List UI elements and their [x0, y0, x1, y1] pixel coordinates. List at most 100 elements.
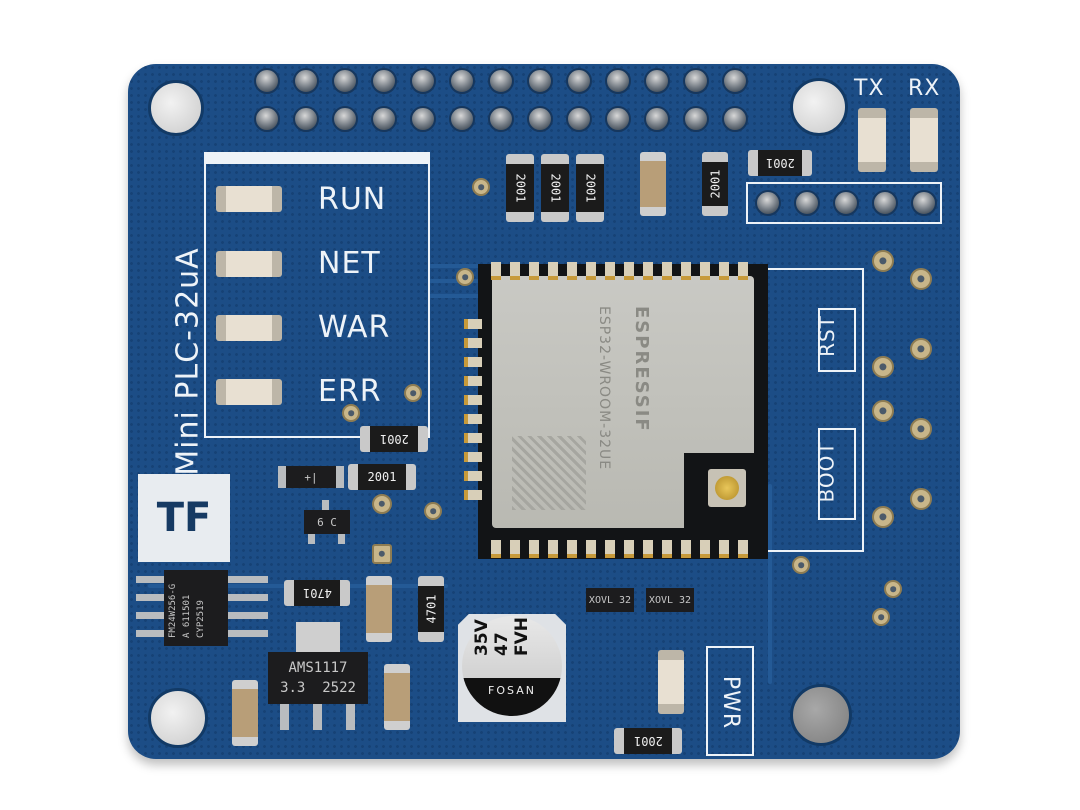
capacitor-value: 47	[492, 632, 512, 656]
module-pad	[662, 262, 672, 280]
rst-button-pad	[872, 250, 894, 272]
sot23-chip: XOVL 32	[586, 588, 634, 612]
header-pin	[605, 68, 631, 94]
header-pin	[488, 68, 514, 94]
module-pad	[464, 357, 482, 367]
button-area-outline	[764, 268, 864, 552]
sot-marking: XOVL 32	[648, 594, 692, 606]
uart-header-outline	[746, 182, 942, 224]
header-pin	[293, 68, 319, 94]
pcb-board: Mini PLC-32uA RUN NET WAR ERR TF 2001 20…	[128, 64, 960, 759]
smd-capacitor	[640, 152, 666, 216]
mounting-hole	[790, 78, 848, 136]
resistor-2001: 2001	[348, 464, 416, 490]
resistor-4701: 4701	[284, 580, 350, 606]
regulator-lead	[313, 704, 322, 730]
eeprom-marking-3: CYP2519	[196, 600, 206, 638]
eeprom-marking-2: A 611501	[182, 594, 192, 638]
module-pad	[567, 262, 577, 280]
net-led	[216, 251, 282, 277]
header-pin	[332, 106, 358, 132]
ic-lead	[228, 612, 268, 619]
resistor-value: 2001	[379, 432, 409, 446]
uart-pin	[755, 190, 781, 216]
ic-lead	[136, 576, 164, 583]
via	[456, 268, 474, 286]
module-pad	[548, 540, 558, 558]
resistor-value: 4701	[302, 586, 332, 600]
via	[404, 384, 422, 402]
via	[884, 580, 902, 598]
regulator-tab	[296, 622, 340, 652]
via	[372, 494, 392, 514]
ams1117-regulator: AMS1117 3.3 2522	[268, 652, 368, 704]
header-pin	[527, 106, 553, 132]
module-pad	[738, 540, 748, 558]
ic-lead	[136, 630, 164, 637]
eeprom-marking-1: FM24W256-G	[168, 583, 178, 638]
module-pad	[464, 490, 482, 500]
pwr-label-box: PWR	[706, 646, 754, 756]
resistor-value: 2001	[765, 156, 795, 170]
antenna-connector	[708, 469, 746, 507]
regulator-lead	[280, 704, 289, 730]
module-pad	[700, 262, 710, 280]
capacitor-brand: FOSAN	[488, 684, 536, 697]
transistor-lead	[338, 534, 345, 544]
resistor-2001: 2001	[576, 154, 604, 222]
module-pad	[464, 395, 482, 405]
regulator-lead	[346, 704, 355, 730]
status-led-panel	[204, 152, 430, 438]
rst-label-box: RST	[815, 308, 856, 372]
module-pad	[464, 433, 482, 443]
header-pin	[410, 106, 436, 132]
boot-label-box: BOOT	[815, 428, 856, 520]
electrolytic-capacitor: 35V 47 FVH FOSAN	[462, 616, 562, 716]
rx-led	[910, 108, 938, 172]
module-pad	[624, 540, 634, 558]
mounting-hole	[148, 688, 208, 748]
ic-lead	[228, 630, 268, 637]
rst-button-pad	[872, 356, 894, 378]
resistor-value: 2001	[513, 173, 527, 203]
boot-button-pad	[872, 400, 894, 422]
header-pin	[410, 68, 436, 94]
eeprom-chip: FM24W256-G A 611501 CYP2519	[164, 570, 228, 646]
via	[424, 502, 442, 520]
header-pin	[644, 68, 670, 94]
resistor-2001: 2001	[748, 150, 812, 176]
smd-diode: +|	[278, 466, 344, 488]
mounting-hole	[790, 684, 852, 746]
header-pin	[371, 106, 397, 132]
module-pad	[738, 262, 748, 280]
transistor-lead	[308, 534, 315, 544]
tx-label: TX	[854, 76, 885, 101]
module-pad	[567, 540, 577, 558]
header-pin	[683, 106, 709, 132]
module-pad	[643, 540, 653, 558]
resistor-2001: 2001	[702, 152, 728, 216]
header-pin	[449, 68, 475, 94]
resistor-value: 2001	[583, 173, 597, 203]
module-pad	[719, 540, 729, 558]
module-pad	[491, 540, 501, 558]
module-pad	[624, 262, 634, 280]
regulator-marking-1: AMS1117	[288, 660, 348, 676]
net-label: NET	[318, 246, 381, 281]
sot23-transistor: 6 C	[304, 510, 350, 534]
module-pad	[464, 376, 482, 386]
regulator-marking-2: 3.3 2522	[280, 680, 356, 696]
module-pad	[586, 262, 596, 280]
sot23-chip: XOVL 32	[646, 588, 694, 612]
resistor-2001: 2001	[614, 728, 682, 754]
header-pin	[644, 106, 670, 132]
uart-pin	[794, 190, 820, 216]
smd-capacitor	[232, 680, 258, 746]
sot-marking: XOVL 32	[588, 594, 632, 606]
smd-capacitor	[366, 576, 392, 642]
header-pin	[371, 68, 397, 94]
module-pad	[510, 540, 520, 558]
uart-pin	[911, 190, 937, 216]
uart-pin	[833, 190, 859, 216]
ufl-connector-icon	[715, 476, 739, 500]
